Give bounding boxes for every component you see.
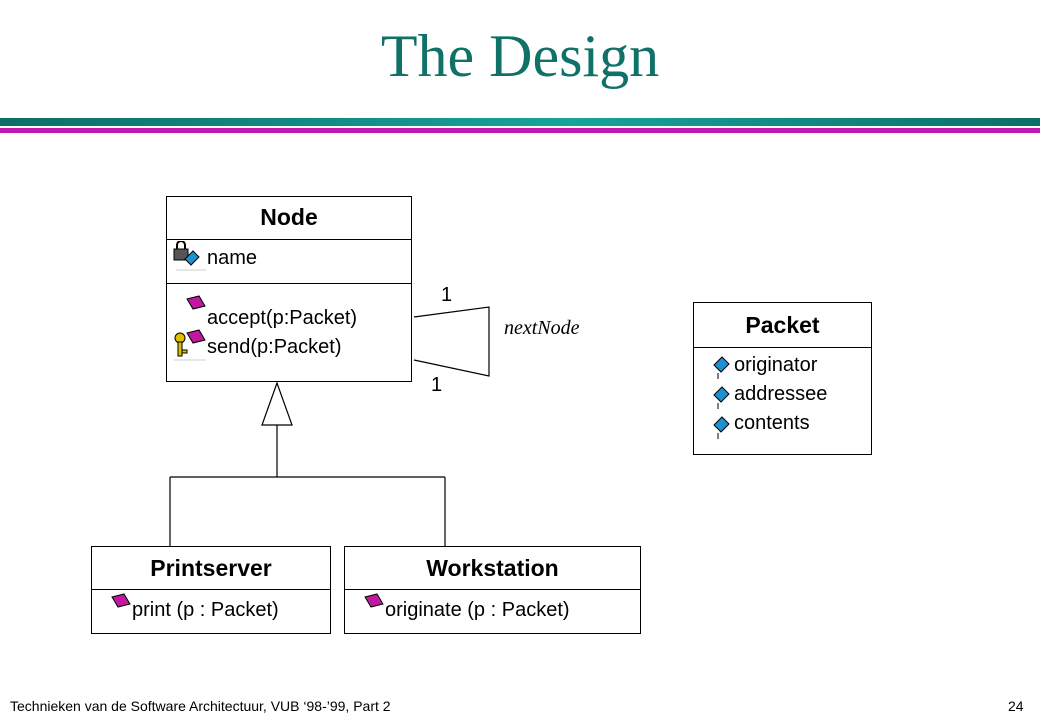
public-attribute-icon xyxy=(713,386,730,409)
class-packet[interactable]: Packet originator addressee contents xyxy=(693,302,872,455)
class-packet-attribute-contents: contents xyxy=(734,412,810,434)
multiplicity-bottom: 1 xyxy=(431,374,443,396)
role-nextnode: nextNode xyxy=(504,317,580,339)
public-attribute-icon xyxy=(713,416,730,439)
protected-attribute-icon xyxy=(173,241,206,271)
class-node-name: Node xyxy=(260,204,318,230)
class-packet-attribute-originator: originator xyxy=(734,354,818,376)
class-workstation[interactable]: Workstation originate (p : Packet) xyxy=(344,546,641,634)
class-workstation-divider xyxy=(345,589,640,590)
class-packet-name: Packet xyxy=(745,312,820,338)
generalization-arrowhead xyxy=(261,381,293,426)
class-packet-divider xyxy=(694,347,871,348)
slide-title: The Design xyxy=(380,23,660,89)
title-rule-teal xyxy=(0,118,1040,126)
footer-course: Technieken van de Software Architectuur,… xyxy=(10,698,391,714)
class-workstation-operation-originate: originate (p : Packet) xyxy=(385,599,570,621)
public-operation-icon xyxy=(186,295,206,310)
class-node-divider-2 xyxy=(167,283,411,284)
protected-operation-icon xyxy=(174,329,206,361)
public-operation-icon xyxy=(364,593,384,608)
footer-page-number: 24 xyxy=(1008,698,1024,714)
class-printserver-name: Printserver xyxy=(150,555,272,581)
class-workstation-name: Workstation xyxy=(426,555,559,581)
public-operation-icon xyxy=(111,593,131,608)
class-printserver-divider xyxy=(92,589,330,590)
class-node-operation-send: send(p:Packet) xyxy=(207,336,342,358)
class-node[interactable]: Node name accept(p:Packet) send(p:Packet… xyxy=(166,196,412,382)
association-nextnode-line xyxy=(413,306,490,377)
title-rule-pink xyxy=(0,128,1040,133)
class-node-attribute-name: name xyxy=(207,247,258,269)
class-node-operation-accept: accept(p:Packet) xyxy=(207,307,358,329)
class-printserver[interactable]: Printserver print (p : Packet) xyxy=(91,546,331,634)
class-node-divider-1 xyxy=(167,239,411,240)
class-printserver-operation-print: print (p : Packet) xyxy=(132,599,279,621)
public-attribute-icon xyxy=(713,356,730,379)
multiplicity-top: 1 xyxy=(441,284,453,306)
class-packet-attribute-addressee: addressee xyxy=(734,383,828,405)
